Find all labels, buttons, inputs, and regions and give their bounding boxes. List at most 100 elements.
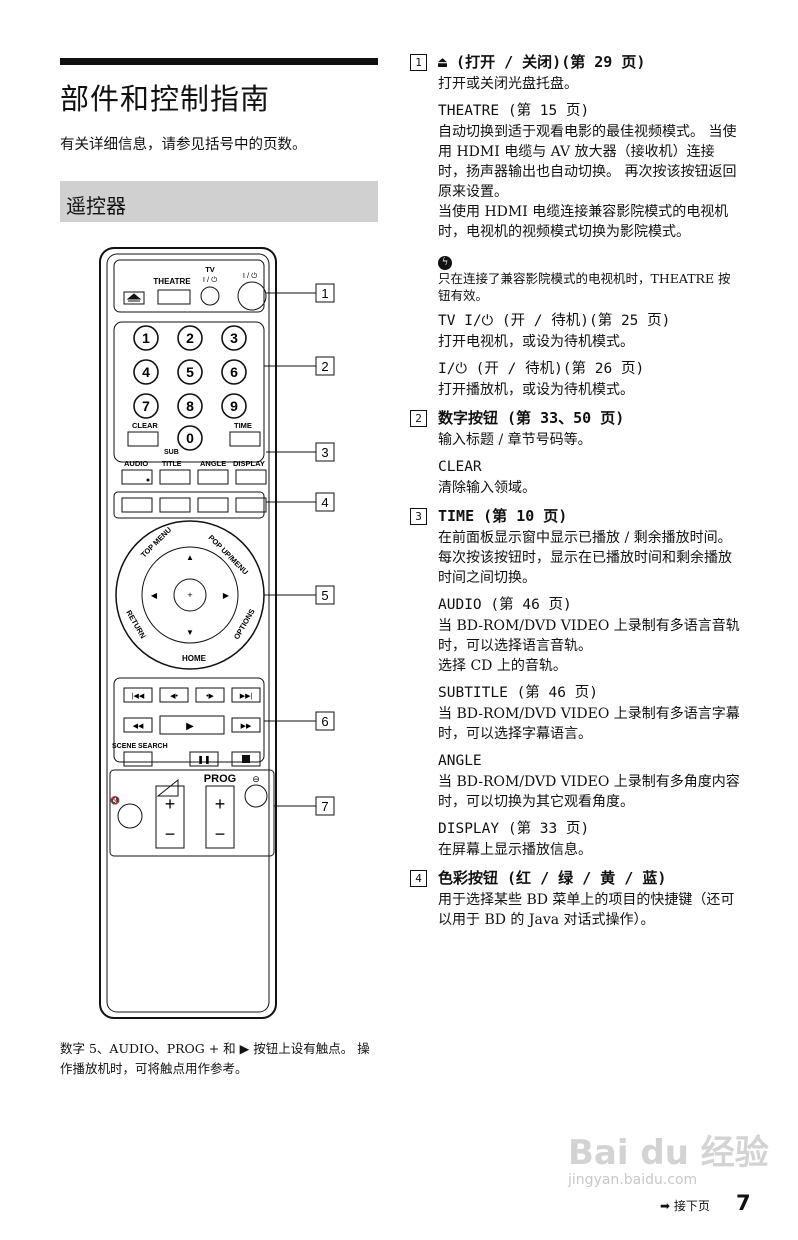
tv-power-button bbox=[200, 286, 220, 306]
section-bar bbox=[60, 181, 378, 222]
callout-box-7 bbox=[315, 796, 335, 816]
panel-transport bbox=[113, 677, 265, 763]
sub-heading-tv-power: TV I/⏻ (开 / 待机)(第 25 页) bbox=[438, 313, 671, 329]
advance-button bbox=[195, 687, 225, 703]
panel-numbers bbox=[113, 321, 265, 463]
item-heading: TIME (第 10 页) bbox=[438, 507, 568, 525]
sub-desc-display: 在屏幕上显示播放信息。 bbox=[438, 842, 592, 858]
callout-label-4: 4 bbox=[321, 495, 328, 510]
sub-heading-theatre: THEATRE (第 15 页) bbox=[438, 103, 590, 119]
item-desc: 在前面板显示窗中显示已播放 / 剩余播放时间。 每次按该按钮时，显示在已播放时间… bbox=[438, 530, 732, 586]
sub-desc-power: 打开播放机，或设为待机模式。 bbox=[438, 382, 634, 398]
theatre-label: THEATRE bbox=[153, 277, 191, 286]
blue-button bbox=[235, 497, 267, 513]
sub-desc-angle: 当 BD-ROM/DVD VIDEO 上录制有多角度内容时，可以切换为其它观看角… bbox=[438, 774, 740, 810]
play-icon: ▶ bbox=[186, 721, 194, 732]
sub-desc-subtitle: 当 BD-ROM/DVD VIDEO 上录制有多语言字幕时，可以选择字幕语言。 bbox=[438, 706, 740, 742]
digit-button-6 bbox=[221, 359, 247, 385]
callout-box-5 bbox=[315, 585, 335, 605]
item-number: 2 bbox=[410, 410, 427, 427]
item-desc: 打开或关闭光盘托盘。 bbox=[438, 76, 578, 92]
tv-label: TV bbox=[205, 265, 215, 274]
svg-text:−: − bbox=[215, 824, 226, 844]
right-icon: ▶ bbox=[223, 591, 230, 600]
callout-label-2: 2 bbox=[321, 359, 328, 374]
angle-button bbox=[197, 469, 229, 485]
callout-box-1 bbox=[315, 283, 335, 303]
replay-icon: ◀• bbox=[170, 693, 178, 700]
remote-body bbox=[99, 247, 277, 1019]
footnote: 数字 5、AUDIO、PROG + 和 ▶ 按钮上设有触点。 操作播放机时，可将… bbox=[60, 1041, 370, 1076]
forward-button bbox=[231, 717, 261, 733]
svg-text:+: + bbox=[187, 590, 192, 600]
callout-label-3: 3 bbox=[321, 445, 328, 460]
digit-button-7 bbox=[133, 393, 159, 419]
digit-button-1 bbox=[133, 325, 159, 351]
callout-label-1: 1 bbox=[321, 286, 328, 301]
next-button bbox=[231, 687, 261, 703]
rewind-button bbox=[123, 717, 153, 733]
prev-button bbox=[123, 687, 153, 703]
digit-label-9: 9 bbox=[230, 398, 238, 414]
digit-button-5 bbox=[177, 359, 203, 385]
panel-volume bbox=[109, 769, 275, 857]
digit-button-4 bbox=[133, 359, 159, 385]
digit-label-5: 5 bbox=[186, 364, 194, 380]
item-desc: 输入标题 / 章节号码等。 bbox=[438, 432, 592, 448]
volume-icon bbox=[156, 778, 179, 797]
digit-button-9 bbox=[221, 393, 247, 419]
replay-button bbox=[159, 687, 189, 703]
clear-button bbox=[127, 431, 159, 447]
display-button bbox=[235, 469, 267, 485]
page-title: 部件和控制指南 bbox=[60, 82, 271, 116]
svg-text:+: + bbox=[165, 794, 176, 814]
stop-icon bbox=[242, 755, 250, 763]
digit-button-0 bbox=[177, 425, 203, 451]
pause-button bbox=[189, 751, 219, 767]
mute-button bbox=[117, 803, 143, 829]
display-label: DISPLAY bbox=[233, 459, 265, 468]
digit-label-1: 1 bbox=[142, 330, 150, 346]
item-heading: ⏏ (打开 / 关闭)(第 29 页) bbox=[438, 53, 646, 71]
prog-rocker bbox=[205, 785, 235, 849]
sub-heading-clear: CLEAR bbox=[438, 459, 482, 475]
scene-search-label: SCENE SEARCH bbox=[112, 743, 168, 750]
page-number: 7 bbox=[736, 1191, 751, 1215]
down-icon: ▼ bbox=[186, 628, 194, 637]
theatre-button bbox=[157, 289, 191, 305]
panel-colors bbox=[113, 491, 265, 519]
callout-box-2 bbox=[315, 356, 335, 376]
item-number: 3 bbox=[410, 508, 427, 525]
item-heading: 色彩按钮 (红 / 绿 / 黄 / 蓝) bbox=[438, 869, 667, 887]
enter-button bbox=[173, 578, 207, 612]
header-rule bbox=[60, 58, 378, 65]
sub-heading-display: DISPLAY (第 33 页) bbox=[438, 821, 590, 837]
subtitle-label-2: TITLE bbox=[162, 461, 182, 468]
rewind-icon: ◀◀ bbox=[133, 723, 144, 730]
power-button bbox=[237, 281, 267, 311]
sub-heading-angle: ANGLE bbox=[438, 753, 482, 769]
red-button bbox=[121, 497, 153, 513]
watermark-url: jingyan.baidu.com bbox=[568, 1172, 698, 1188]
play-button bbox=[159, 715, 225, 735]
power-label: I / ⏻ bbox=[243, 271, 258, 280]
item-number: 4 bbox=[410, 870, 427, 887]
watermark-logo: Bai du 经验 bbox=[568, 1133, 769, 1173]
sub-desc-theatre: 自动切换到适于观看电影的最佳视频模式。 当使用 HDMI 电缆与 AV 放大器（… bbox=[438, 124, 737, 240]
digit-label-8: 8 bbox=[186, 398, 194, 414]
forward-icon: ▶▶ bbox=[241, 723, 252, 730]
callout-box-4 bbox=[315, 492, 335, 512]
scene-search-button bbox=[123, 751, 153, 767]
svg-text:−: − bbox=[165, 824, 176, 844]
item-1: 1 ⏏ (打开 / 关闭)(第 29 页) 打开或关闭光盘托盘。 THEATRE… bbox=[410, 50, 740, 400]
advance-icon: •▶ bbox=[206, 693, 214, 700]
tip-text: 只在连接了兼容影院模式的电视机时，THEATRE 按钮有效。 bbox=[438, 271, 731, 303]
svg-text:+: + bbox=[215, 794, 226, 814]
mute-icon: 🔇 bbox=[110, 795, 120, 805]
home-label: HOME bbox=[182, 654, 207, 663]
digit-label-3: 3 bbox=[230, 330, 238, 346]
section-title: 遥控器 bbox=[66, 194, 126, 218]
sub-desc-clear: 清除输入领域。 bbox=[438, 480, 536, 496]
digit-button-3 bbox=[221, 325, 247, 351]
